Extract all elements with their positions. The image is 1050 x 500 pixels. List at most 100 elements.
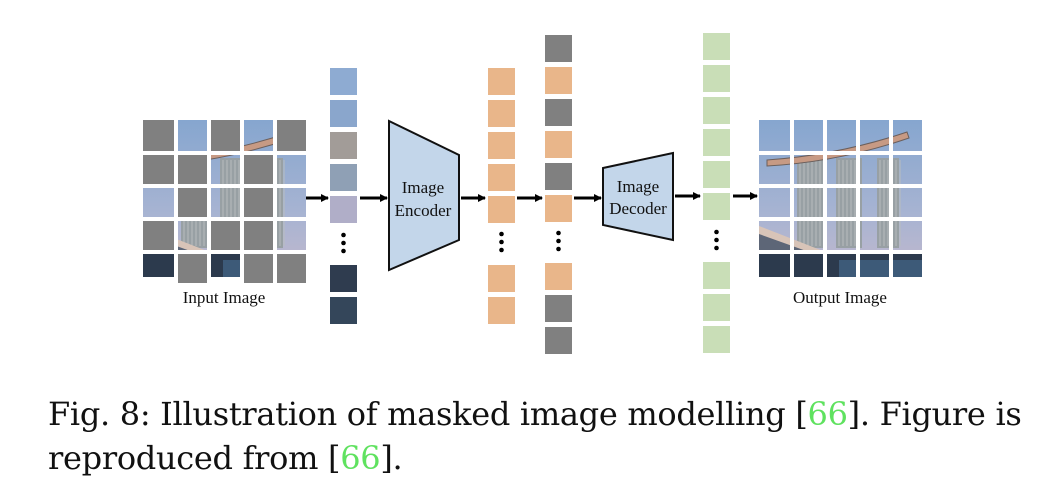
flow-arrows <box>306 192 758 202</box>
visible-patch <box>330 100 357 127</box>
masked-image-modelling-diagram: Input Image Image Encoder Image Decoder … <box>143 33 924 354</box>
decoded-token <box>703 294 730 321</box>
grid-gap-horizontal <box>143 151 308 155</box>
decoder-trapezoid <box>602 151 674 242</box>
decoded-token <box>703 33 730 60</box>
visible-patch <box>330 265 357 292</box>
grid-gap-horizontal <box>759 250 924 254</box>
encoded-token <box>488 100 515 127</box>
grid-gap-horizontal <box>143 184 308 188</box>
encoded-token <box>488 265 515 292</box>
grid-gap-vertical <box>273 120 277 285</box>
masked-patch <box>242 252 273 283</box>
sequence-token <box>545 35 572 62</box>
grid-gap-horizontal <box>759 151 924 155</box>
decoded-token-column <box>703 33 730 353</box>
visible-patch <box>330 132 357 159</box>
encoder-trapezoid <box>388 119 460 272</box>
ellipsis-dot <box>714 245 719 251</box>
masked-patch <box>275 120 306 151</box>
sequence-token <box>545 67 572 94</box>
caption-prefix: Fig. 8: Illustration of masked image mod… <box>48 395 808 433</box>
grid-gap-vertical <box>856 120 860 285</box>
input-image-label: Input Image <box>183 288 266 307</box>
visible-patch <box>330 297 357 324</box>
photo-scene <box>759 120 922 277</box>
ellipsis-dot <box>499 247 504 253</box>
sequence-token <box>545 99 572 126</box>
sequence-token <box>545 131 572 158</box>
encoded-token <box>488 132 515 159</box>
output-image-label: Output Image <box>793 288 887 307</box>
grid-gap-vertical <box>207 120 211 285</box>
decoded-token <box>703 193 730 220</box>
masked-patch <box>242 219 273 250</box>
caption-middle: ]. Figure is reproduced from [ <box>48 395 1022 477</box>
masked-patch <box>209 120 240 151</box>
masked-patch <box>143 120 174 151</box>
ellipsis-dot <box>499 239 504 245</box>
masked-patch <box>176 252 207 283</box>
visible-patch <box>330 164 357 191</box>
decoder-label-line2: Decoder <box>609 199 667 218</box>
grid-gap-vertical <box>174 120 178 285</box>
image-decoder: Image Decoder <box>602 151 674 242</box>
encoded-token <box>488 68 515 95</box>
grid-gap-vertical <box>790 120 794 285</box>
masked-patch <box>143 153 174 184</box>
ellipsis-dot <box>556 238 561 244</box>
ellipsis-dot <box>556 246 561 252</box>
visible-patch-column <box>330 68 357 324</box>
encoded-token <box>488 164 515 191</box>
ellipsis-dot <box>341 232 346 238</box>
masked-patch <box>275 252 306 283</box>
input-mask-patches <box>143 120 306 283</box>
input-grid-lines <box>143 120 308 285</box>
image-encoder: Image Encoder <box>388 119 460 272</box>
masked-patch <box>209 219 240 250</box>
grid-gap-vertical <box>240 120 244 285</box>
masked-patch <box>143 219 174 250</box>
sequence-token <box>545 295 572 322</box>
sequence-token <box>545 163 572 190</box>
grid-gap-horizontal <box>143 250 308 254</box>
encoded-token <box>488 196 515 223</box>
grid-gap-horizontal <box>143 217 308 221</box>
figure-caption: Fig. 8: Illustration of masked image mod… <box>48 392 1028 480</box>
masked-patch <box>176 153 207 184</box>
visible-patch <box>330 196 357 223</box>
ellipsis-dot <box>714 237 719 243</box>
water <box>839 260 922 277</box>
grid-gap-vertical <box>889 120 893 285</box>
output-image <box>759 120 924 285</box>
decoded-token <box>703 161 730 188</box>
decoded-token <box>703 97 730 124</box>
citation-link[interactable]: 66 <box>340 439 381 477</box>
ellipsis-dot <box>499 231 504 237</box>
encoder-label-line1: Image <box>402 178 444 197</box>
decoded-token <box>703 129 730 156</box>
output-photo <box>759 120 922 277</box>
masked-patch <box>242 153 273 184</box>
masked-patch <box>176 186 207 217</box>
decoder-label-line1: Image <box>617 177 659 196</box>
input-image <box>143 120 308 285</box>
encoder-label-line2: Encoder <box>395 201 452 220</box>
caption-suffix: ]. <box>380 439 403 477</box>
sequence-token <box>545 263 572 290</box>
grid-gap-vertical <box>823 120 827 285</box>
ellipsis-dot <box>341 240 346 246</box>
decoded-token <box>703 262 730 289</box>
full-token-sequence-column <box>545 35 572 354</box>
citation-link[interactable]: 66 <box>807 395 848 433</box>
masked-patch <box>242 186 273 217</box>
tower <box>797 158 823 248</box>
sequence-token <box>545 327 572 354</box>
decoded-token <box>703 65 730 92</box>
decoded-token <box>703 326 730 353</box>
encoded-token-column <box>488 68 515 324</box>
ellipsis-dot <box>714 229 719 235</box>
grid-gap-horizontal <box>759 217 924 221</box>
grid-gap-horizontal <box>759 184 924 188</box>
visible-patch <box>330 68 357 95</box>
